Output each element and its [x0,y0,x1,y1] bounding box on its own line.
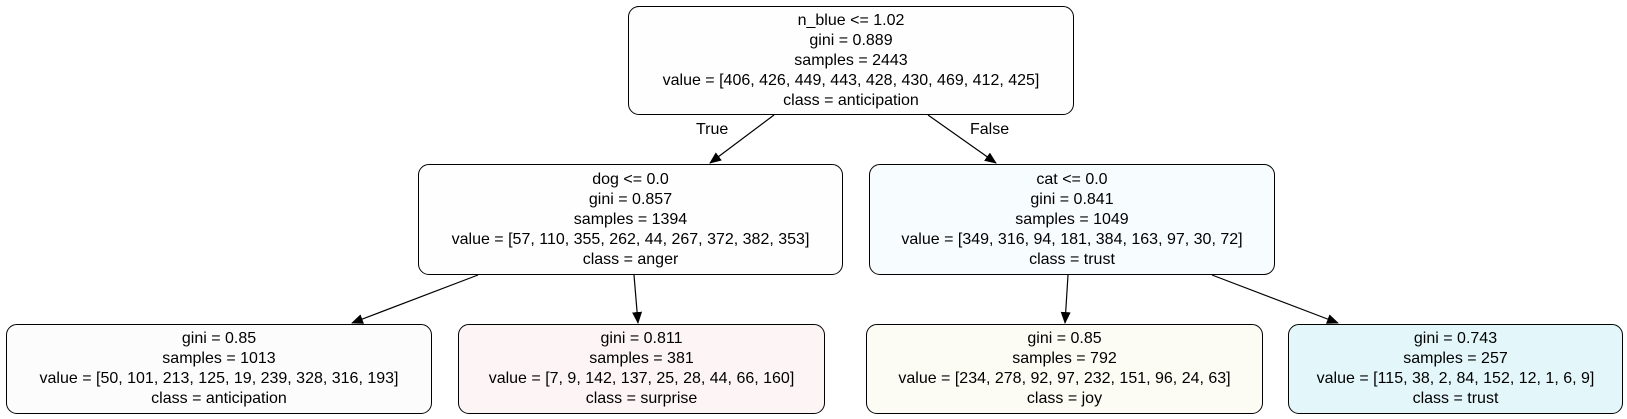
edge-right-to-right-right [1211,274,1339,324]
tree-leaf-right-left: gini = 0.85 samples = 792 value = [234, … [866,324,1263,414]
tree-node-right: cat <= 0.0 gini = 0.841 samples = 1049 v… [869,164,1275,275]
tree-leaf-left-right: gini = 0.811 samples = 381 value = [7, 9… [458,324,825,414]
node-value: value = [57, 110, 355, 262, 44, 267, 372… [451,230,810,248]
node-samples: samples = 381 [589,350,694,367]
node-samples: samples = 1049 [1015,210,1129,228]
node-split-condition: cat <= 0.0 [1036,170,1108,188]
tree-node-left: dog <= 0.0 gini = 0.857 samples = 1394 v… [418,164,843,275]
node-gini: gini = 0.857 [588,190,673,208]
node-value: value = [50, 101, 213, 125, 19, 239, 328… [39,370,399,387]
tree-leaf-right-right: gini = 0.743 samples = 257 value = [115,… [1288,324,1623,414]
edge-right-to-right-left [1060,274,1071,324]
node-gini: gini = 0.85 [181,330,257,347]
node-class: class = trust [1412,390,1499,407]
edge-label-false: False [970,121,1010,138]
node-class: class = joy [1026,390,1103,407]
node-class: class = surprise [585,390,698,407]
node-samples: samples = 2443 [794,51,908,69]
edge-left-to-left-right [632,274,643,324]
edge-left-to-left-left [351,274,479,324]
node-value: value = [234, 278, 92, 97, 232, 151, 96,… [898,370,1231,387]
node-gini: gini = 0.743 [1413,330,1498,347]
node-gini: gini = 0.85 [1027,330,1102,347]
node-samples: samples = 792 [1012,350,1117,367]
node-gini: gini = 0.889 [809,31,893,49]
tree-node-root: n_blue <= 1.02 gini = 0.889 samples = 24… [628,6,1074,115]
edge-label-true: True [696,121,729,138]
node-samples: samples = 1013 [162,350,276,367]
node-value: value = [406, 426, 449, 443, 428, 430, 4… [662,71,1040,89]
node-value: value = [349, 316, 94, 181, 384, 163, 97… [901,230,1243,248]
edge-root-to-right [927,114,997,164]
tree-leaf-left-left: gini = 0.85 samples = 1013 value = [50, … [6,324,432,414]
node-value: value = [7, 9, 142, 137, 25, 28, 44, 66,… [488,370,795,387]
node-class: class = anger [582,250,679,268]
node-class: class = anticipation [783,91,919,109]
node-samples: samples = 1394 [573,210,688,228]
node-samples: samples = 257 [1403,350,1508,367]
node-split-condition: n_blue <= 1.02 [797,11,905,29]
node-gini: gini = 0.841 [1030,190,1114,208]
node-split-condition: dog <= 0.0 [592,170,669,188]
node-class: class = anticipation [151,390,287,407]
node-gini: gini = 0.811 [600,330,683,347]
node-value: value = [115, 38, 2, 84, 152, 12, 1, 6, … [1316,370,1595,387]
node-class: class = trust [1029,250,1115,268]
edge-root-to-left [709,114,775,164]
